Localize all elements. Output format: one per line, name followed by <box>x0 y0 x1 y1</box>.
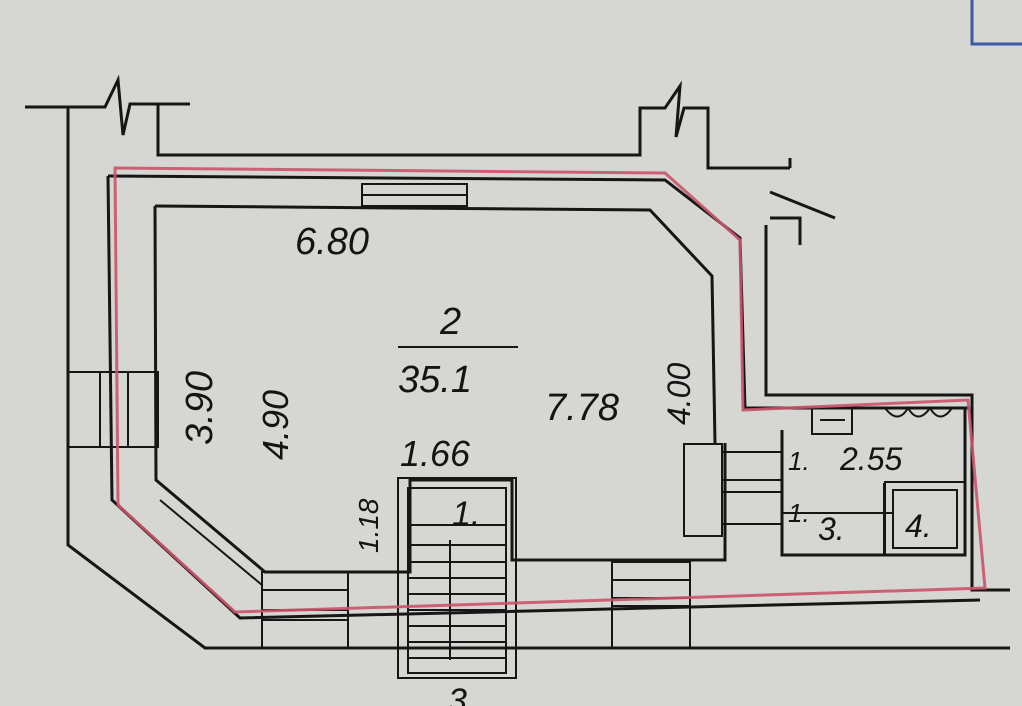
right-passage <box>683 443 783 537</box>
corner-frame <box>970 0 1022 46</box>
small-room-4: 4. <box>905 508 932 544</box>
small-room-dim: 2.55 <box>839 441 902 477</box>
top-window <box>361 183 468 207</box>
dim-diagonal: 7.78 <box>545 387 619 429</box>
room-area: 35.1 <box>398 359 472 401</box>
fixture <box>884 406 953 418</box>
dim-inner-left: 4.90 <box>255 390 296 460</box>
staircase <box>397 477 517 679</box>
left-window <box>67 371 159 448</box>
dim-width: 6.80 <box>295 221 369 263</box>
small-room-mark-1: 1. <box>788 446 810 476</box>
dim-stair-side: 1.18 <box>353 498 384 553</box>
small-room-3: 3. <box>818 511 845 547</box>
stair-label: 1. <box>452 495 480 533</box>
dim-outer-left: 3.90 <box>179 371 221 445</box>
small-room-mark-2: 1. <box>788 498 810 528</box>
bottom-label: 3. <box>448 682 476 706</box>
dim-stair-width: 1.66 <box>400 433 471 474</box>
highlight-outline <box>113 166 987 614</box>
outer-walls <box>25 74 1010 650</box>
room-number: 2 <box>439 301 461 343</box>
room-2-walls <box>153 204 727 586</box>
small-rooms <box>780 406 967 557</box>
dim-right-wall: 4.00 <box>661 363 697 425</box>
bottom-window-right <box>611 561 691 649</box>
sink <box>811 407 853 435</box>
